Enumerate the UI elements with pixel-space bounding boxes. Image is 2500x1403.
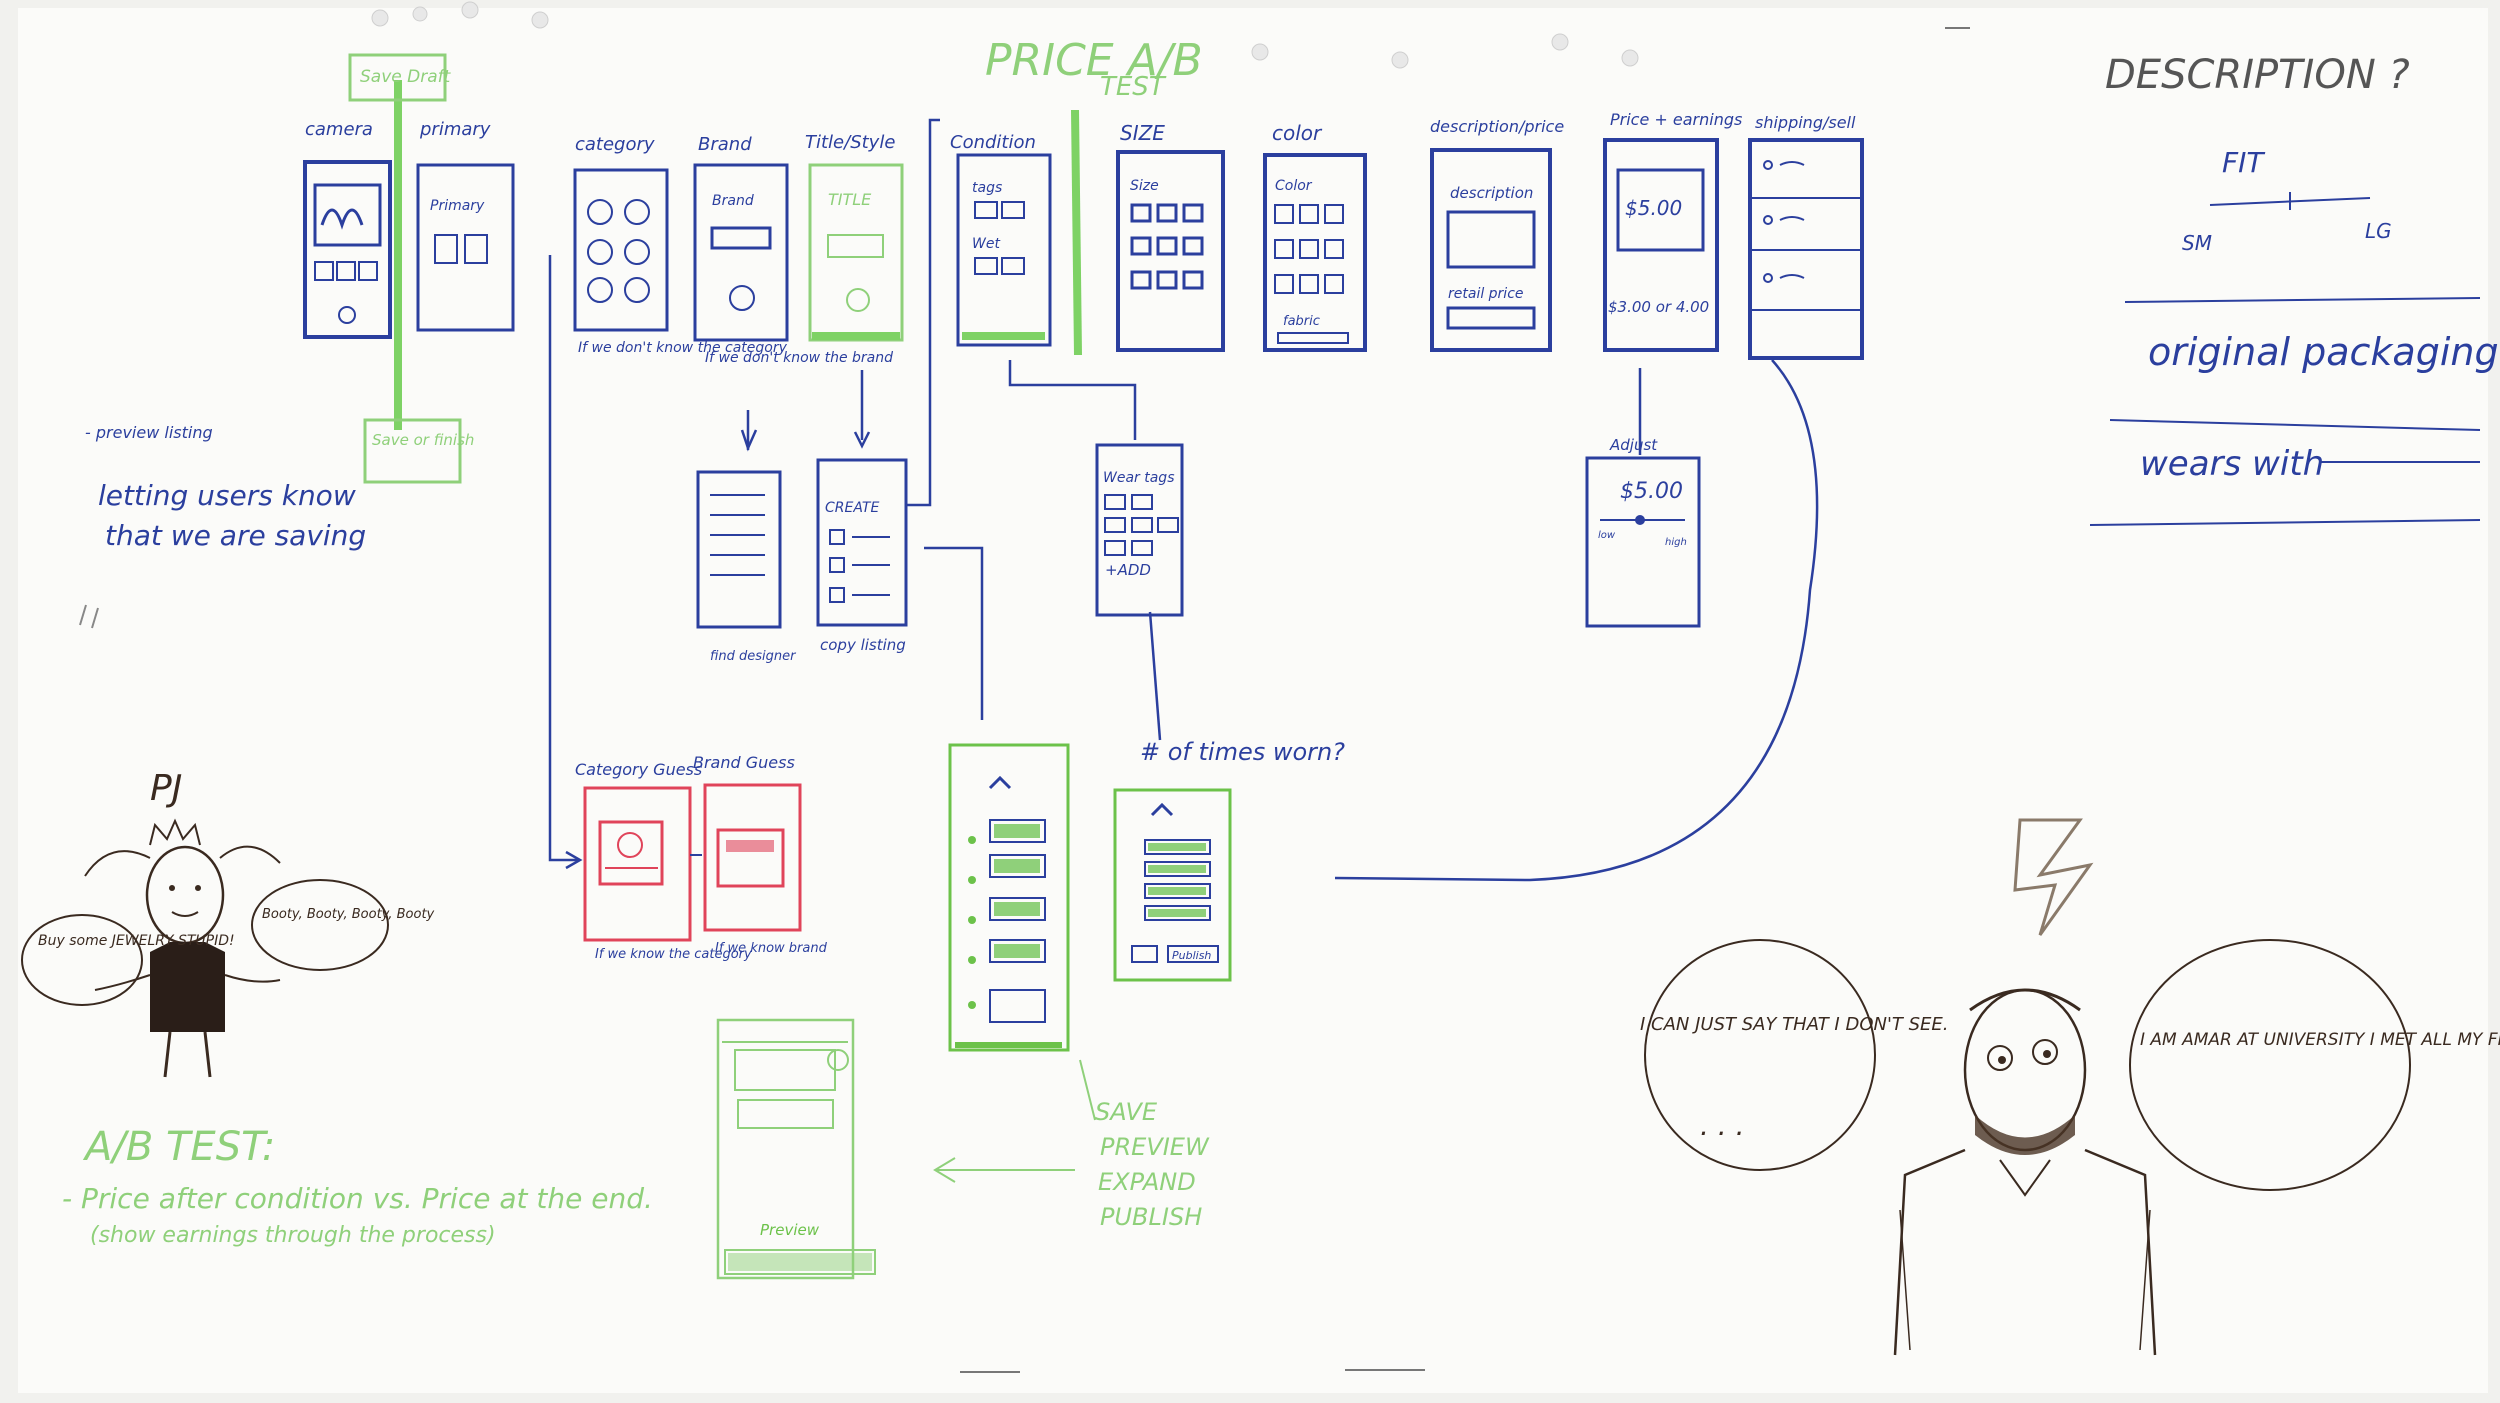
find-designer-label: find designer (710, 649, 797, 664)
slider-high: high (1665, 537, 1687, 548)
ab-test-line2: (show earnings through the process) (90, 1223, 496, 1248)
brand-note: If we don't know the brand (705, 350, 893, 366)
top-screen-label: primary (419, 119, 491, 140)
fit-lg: LG (2365, 219, 2392, 243)
wear-tags-label: Wear tags (1103, 470, 1175, 486)
top-screen-label: description/price (1430, 117, 1564, 136)
ab-test-title: A/B TEST: (82, 1124, 275, 1170)
fit-sm: SM (2182, 231, 2212, 255)
adjust-price: $5.00 (1620, 479, 1683, 504)
top-screen-tag: description (1450, 184, 1533, 202)
amar-bubble-left: I CAN JUST SAY THAT I DON'T SEE. (1640, 1014, 1949, 1035)
ab-test-line1: - Price after condition vs. Price at the… (62, 1182, 653, 1215)
top-screen-label: Brand (698, 134, 752, 155)
pj-bubble-left: Buy some JEWELRY STUPID! (38, 933, 235, 949)
copy-listing-label: copy listing (820, 636, 906, 654)
top-screen-tag: Size (1130, 178, 1159, 194)
top-screen-label: Title/Style (805, 132, 895, 153)
wears-with-label: wears with (2140, 444, 2324, 484)
slider-low: low (1598, 530, 1616, 541)
top-screen-label: SIZE (1120, 121, 1165, 145)
top-screen-label: Price + earnings (1610, 110, 1742, 129)
wear-tags-add: +ADD (1105, 561, 1151, 579)
ab-header-sub: TEST (1100, 72, 1167, 102)
save-note-2: PREVIEW (1100, 1133, 1210, 1161)
top-screen-label: camera (305, 119, 373, 140)
create-label: CREATE (825, 500, 879, 516)
amar-bubble-right: I AM AMAR AT UNIVERSITY I MET ALL MY FRI… (2140, 1030, 2500, 1050)
amar-ellipsis: . . . (1700, 1109, 1745, 1142)
top-screen-tag: Color (1275, 178, 1313, 194)
brand-guess-label: Brand Guess (693, 753, 795, 772)
top-screen-label: shipping/sell (1755, 113, 1856, 132)
fit-label: FIT (2222, 146, 2265, 179)
color-fabric: fabric (1283, 314, 1320, 329)
top-screen-label: color (1272, 121, 1323, 145)
save-finish-text: Save or finish (372, 431, 474, 449)
preview-label: Preview (760, 1221, 820, 1239)
top-screen-label: Condition (950, 132, 1036, 153)
top-screen-tag: tags (972, 180, 1002, 196)
save-note-3: EXPAND (1098, 1168, 1196, 1196)
times-worn-question: # of times worn? (1140, 738, 1345, 766)
brand-guess-note: If we know brand (715, 941, 828, 956)
top-screen-tag: $5.00 (1625, 196, 1682, 220)
save-note-4: PUBLISH (1100, 1203, 1202, 1231)
price-shipping: $3.00 or 4.00 (1608, 298, 1709, 316)
category-guess-label: Category Guess (575, 760, 702, 779)
pj-name: PJ (150, 768, 182, 809)
saving-note: that we are saving (105, 519, 366, 552)
condition-wet: Wet (972, 236, 1000, 252)
description-retail: retail price (1448, 286, 1524, 302)
publish-label: Publish (1172, 949, 1211, 962)
top-screen-tag: TITLE (828, 190, 872, 209)
save-draft-text: Save Draft (360, 67, 452, 87)
adjust-label: Adjust (1609, 436, 1658, 454)
top-screen-tag: Primary (430, 198, 485, 214)
pj-bubble-right: Booty, Booty, Booty, Booty (262, 907, 435, 922)
preview-listing-note: - preview listing (85, 423, 213, 442)
packaging-label: original packaging (2148, 330, 2499, 374)
letting-users-note: letting users know (98, 479, 356, 512)
top-screen-tag: Brand (712, 193, 754, 209)
top-screen-label: category (575, 134, 655, 155)
save-note-1: SAVE (1095, 1098, 1158, 1126)
description-title: DESCRIPTION ? (2105, 52, 2410, 98)
ab-header-title: PRICE A/B (985, 35, 1203, 86)
